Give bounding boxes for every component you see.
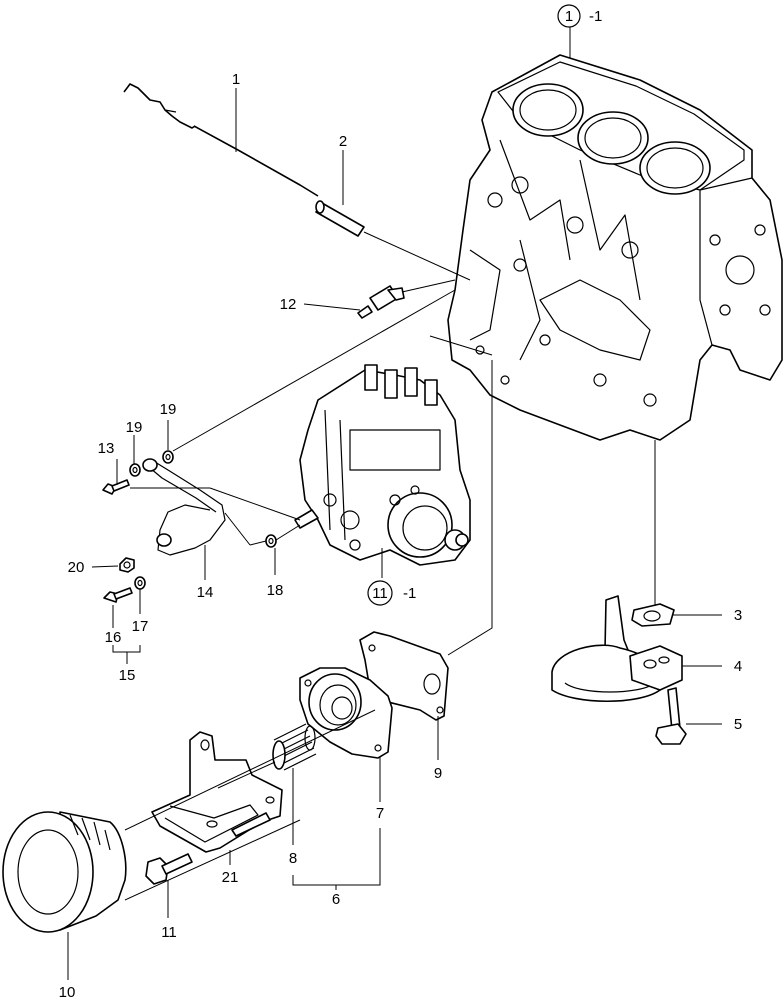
oil-pressure-switch-icon — [357, 285, 405, 319]
dipstick-icon — [123, 83, 319, 197]
callout-1: 1 -1 — [557, 4, 602, 28]
callout-label-21: 21 — [222, 869, 239, 886]
nut-icon — [119, 557, 135, 573]
callout-1-suffix: -1 — [589, 8, 602, 25]
callout-label-14: 14 — [197, 584, 214, 601]
cylinder-block-icon — [447, 54, 783, 441]
callout-1-number: 1 — [565, 8, 573, 25]
callout-label-18: 18 — [267, 582, 284, 599]
callout-label-3: 3 — [734, 607, 742, 624]
callout-label-19-right: 19 — [160, 401, 177, 418]
bolt-icon — [145, 853, 193, 885]
callout-label-12: 12 — [280, 296, 297, 313]
callout-label-2: 2 — [339, 133, 347, 150]
washer-icon — [129, 450, 277, 590]
callout-label-7: 7 — [376, 805, 384, 822]
bolt-icon — [655, 687, 687, 745]
callout-label-16: 16 — [105, 629, 122, 646]
callout-label-11: 11 — [161, 924, 177, 941]
callout-label-13: 13 — [98, 440, 115, 457]
callout-label-20: 20 — [68, 559, 85, 576]
callout-label-4: 4 — [734, 658, 742, 675]
leader-lines — [67, 25, 722, 980]
oil-pipe-icon — [142, 458, 226, 556]
injection-pump-icon — [294, 364, 471, 566]
callout-label-10: 10 — [59, 984, 76, 1000]
callout-label-19-left: 19 — [126, 419, 143, 436]
joint-bolt-icon — [103, 587, 133, 603]
callout-label-6: 6 — [332, 891, 340, 908]
callout-11: 11 -1 — [367, 580, 416, 606]
callout-11-suffix: -1 — [403, 585, 416, 602]
bolt-icon — [102, 479, 130, 495]
gasket-icon — [631, 603, 675, 627]
bracket-icon — [151, 731, 283, 853]
filter-housing-icon — [299, 667, 393, 759]
callout-label-17: 17 — [132, 618, 149, 635]
callout-label-15: 15 — [119, 667, 136, 684]
callout-label-8: 8 — [289, 850, 297, 867]
oil-filter-icon — [2, 811, 127, 933]
callout-label-9: 9 — [434, 765, 442, 782]
oil-strainer-icon — [551, 595, 683, 702]
callout-label-5: 5 — [734, 716, 742, 733]
dipstick-guide-tube-icon — [315, 200, 365, 237]
callout-label-1: 1 — [232, 71, 240, 88]
callout-11-number: 11 — [372, 585, 388, 602]
spring-icon — [272, 723, 317, 771]
